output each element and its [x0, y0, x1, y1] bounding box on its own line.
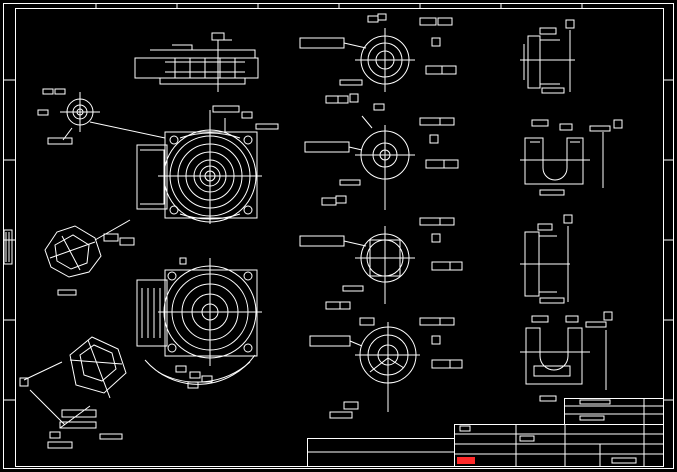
section-view-1 [299, 13, 457, 104]
isometric-detail-upper [44, 219, 135, 296]
main-top-view-lower [136, 257, 262, 389]
profile-view-2 [520, 119, 623, 196]
main-top-view-upper [136, 105, 279, 224]
approval-stamp [457, 457, 475, 464]
profile-view-4 [520, 311, 613, 402]
detail-circle-view [37, 88, 166, 145]
profile-view-1 [520, 19, 575, 94]
border-zone-ticks [3, 3, 673, 401]
title-block [307, 398, 664, 467]
section-view-2 [304, 103, 459, 210]
side-elevation-view [134, 32, 259, 92]
section-view-4 [309, 317, 463, 419]
isometric-detail-lower [19, 336, 127, 449]
section-view-3 [299, 217, 463, 310]
profile-view-3 [520, 214, 573, 304]
